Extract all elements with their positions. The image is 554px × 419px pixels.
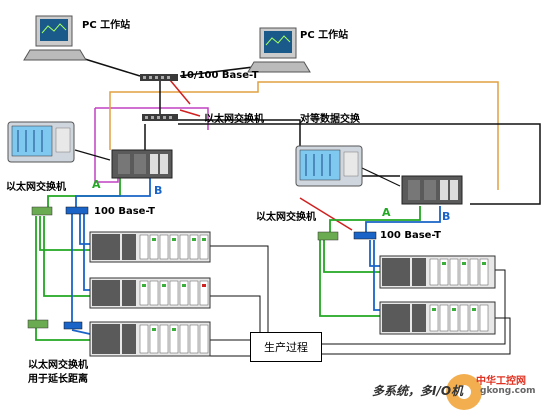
extend-distance-label: 用于延长距离 bbox=[28, 374, 88, 385]
controller-left bbox=[111, 149, 173, 179]
watermark-url: gkong.com bbox=[480, 386, 536, 396]
base-t-label-left: 100 Base-T bbox=[94, 206, 155, 217]
switch-left-label: 以太网交换机 bbox=[6, 182, 66, 193]
cable-green-left-rack3 bbox=[35, 216, 90, 341]
pc-workstation-2 bbox=[247, 27, 311, 73]
cable-green-right-rack2 bbox=[319, 238, 380, 317]
cable-green-right-rack bbox=[323, 238, 380, 273]
link-a-right: A bbox=[382, 206, 391, 219]
controller-right bbox=[401, 175, 463, 205]
switch-bottom-green bbox=[27, 319, 49, 329]
io-rack-4 bbox=[379, 255, 496, 289]
pc-workstation-1 bbox=[23, 15, 87, 61]
hmi-panel-right bbox=[295, 145, 363, 187]
cable-green-left-rack1 bbox=[39, 216, 90, 251]
wire-rack2-process bbox=[210, 295, 261, 332]
hmi-panel-left bbox=[7, 121, 75, 163]
base-t-label-right: 100 Base-T bbox=[380, 230, 441, 241]
caption: 多系统，多I/O机 bbox=[372, 384, 464, 398]
io-rack-2 bbox=[89, 277, 211, 309]
switch-bottom-blue bbox=[63, 321, 83, 330]
cable-blue-left-rack3 bbox=[71, 329, 91, 335]
io-rack-1 bbox=[89, 231, 211, 263]
cable-hmi-left bbox=[74, 149, 111, 161]
cable-blue-left-rack1 bbox=[79, 214, 90, 245]
cable-red-3 bbox=[299, 197, 353, 231]
switch-left-blue bbox=[65, 206, 89, 215]
cable-blue-right-rack bbox=[369, 240, 380, 267]
switch-left-green bbox=[31, 206, 53, 216]
cable-blue-right-rack2 bbox=[373, 240, 380, 311]
cable-red-1 bbox=[169, 79, 191, 105]
cable-orange-left bbox=[109, 91, 178, 150]
switch-top bbox=[140, 74, 178, 81]
link-b-left: B bbox=[154, 184, 163, 197]
watermark-text: 中华工控网 bbox=[476, 376, 526, 387]
link-b-right: B bbox=[442, 210, 451, 223]
cable-red-2 bbox=[179, 109, 201, 117]
io-rack-3 bbox=[89, 321, 211, 357]
cable-blue-right-main bbox=[365, 206, 441, 232]
io-rack-5 bbox=[379, 301, 496, 335]
cable-hmi-right bbox=[361, 167, 401, 187]
switch-center-label: 以太网交换机 bbox=[204, 114, 264, 125]
base-t-label-top: 10/100 Base-T bbox=[180, 70, 259, 81]
cable-green-right-main bbox=[329, 206, 421, 232]
cable-green-left-rack2 bbox=[43, 216, 90, 297]
cable-center-right bbox=[178, 123, 541, 205]
wire-rack5-process bbox=[322, 317, 511, 355]
cable-magenta-top bbox=[95, 107, 209, 130]
process-box: 生产过程 bbox=[250, 332, 322, 362]
switch-right-blue bbox=[353, 231, 377, 240]
switch-right-green bbox=[317, 231, 339, 241]
pc1-label: PC 工作站 bbox=[82, 20, 131, 31]
cable-blue-left-main bbox=[75, 176, 151, 208]
link-a-left: A bbox=[92, 178, 101, 191]
switch-right-label: 以太网交换机 bbox=[256, 212, 316, 223]
cable-orange-right bbox=[178, 81, 499, 190]
pc2-label: PC 工作站 bbox=[300, 30, 349, 41]
watermark-gear-icon bbox=[446, 374, 482, 410]
cable-peer-right bbox=[178, 119, 400, 177]
switch-bottom-label: 以太网交换机 bbox=[28, 360, 88, 371]
switch-center bbox=[142, 114, 178, 121]
peer-exchange-label: 对等数据交换 bbox=[300, 114, 360, 125]
wire-rack1-process bbox=[210, 245, 269, 332]
cable-blue-left-rack2 bbox=[83, 214, 90, 291]
wire-rack4-process bbox=[322, 269, 506, 345]
